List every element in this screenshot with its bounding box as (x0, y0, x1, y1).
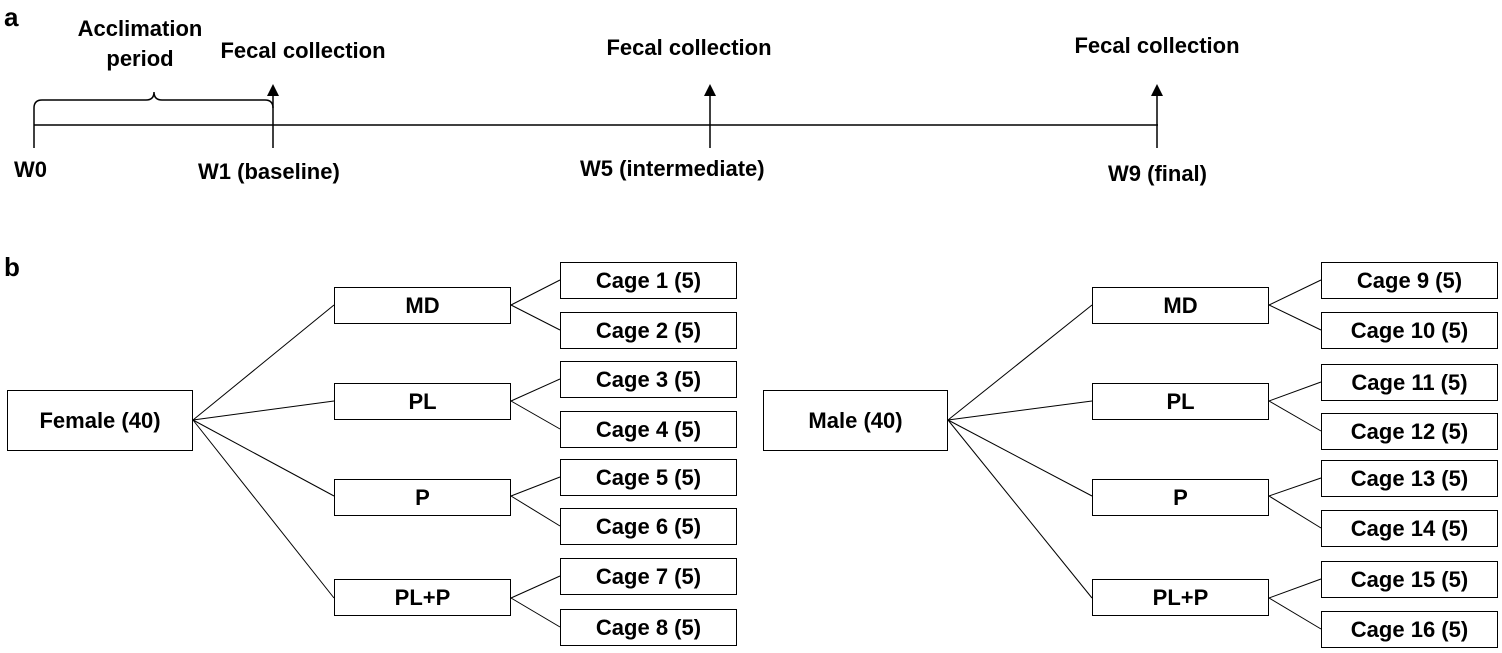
cage-box-14: Cage 14 (5) (1321, 510, 1498, 547)
acclimation-line-1: Acclimation (77, 16, 203, 41)
cage-box-13: Cage 13 (5) (1321, 460, 1498, 497)
timepoint-w1: W1 (baseline) (198, 159, 340, 184)
male-group-md: MD (1092, 287, 1269, 324)
cage-box-10: Cage 10 (5) (1321, 312, 1498, 349)
panel-label-a: a (4, 2, 19, 32)
male-group-p: P (1092, 479, 1269, 516)
arrow-w9 (1151, 84, 1163, 96)
female-group-md: MD (334, 287, 511, 324)
cage-box-16: Cage 16 (5) (1321, 611, 1498, 648)
timepoint-w0: W0 (14, 157, 47, 182)
female-group-pl-p: PL+P (334, 579, 511, 616)
fecal-collection-label-w9: Fecal collection (1074, 33, 1240, 58)
female-group-p: P (334, 479, 511, 516)
acclimation-period-label: Acclimation period (60, 14, 220, 74)
male-group-pl: PL (1092, 383, 1269, 420)
female-root-box: Female (40) (7, 390, 193, 451)
acclimation-brace (33, 91, 274, 109)
male-root-box: Male (40) (763, 390, 948, 451)
fecal-collection-label-w5: Fecal collection (606, 35, 772, 60)
cage-box-7: Cage 7 (5) (560, 558, 737, 595)
cage-box-15: Cage 15 (5) (1321, 561, 1498, 598)
cage-box-8: Cage 8 (5) (560, 609, 737, 646)
cage-box-12: Cage 12 (5) (1321, 413, 1498, 450)
fecal-collection-label-w1: Fecal collection (220, 38, 386, 63)
panel-label-b: b (4, 252, 20, 282)
cage-box-4: Cage 4 (5) (560, 411, 737, 448)
cage-box-6: Cage 6 (5) (560, 508, 737, 545)
arrow-w5 (704, 84, 716, 96)
cage-box-5: Cage 5 (5) (560, 459, 737, 496)
female-group-pl: PL (334, 383, 511, 420)
cage-box-3: Cage 3 (5) (560, 361, 737, 398)
male-group-pl-p: PL+P (1092, 579, 1269, 616)
cage-box-1: Cage 1 (5) (560, 262, 737, 299)
timepoint-w9: W9 (final) (1108, 161, 1207, 186)
acclimation-line-2: period (106, 46, 174, 71)
cage-box-9: Cage 9 (5) (1321, 262, 1498, 299)
cage-box-11: Cage 11 (5) (1321, 364, 1498, 401)
timepoint-w5: W5 (intermediate) (580, 156, 765, 181)
cage-box-2: Cage 2 (5) (560, 312, 737, 349)
arrow-w1 (267, 84, 279, 96)
